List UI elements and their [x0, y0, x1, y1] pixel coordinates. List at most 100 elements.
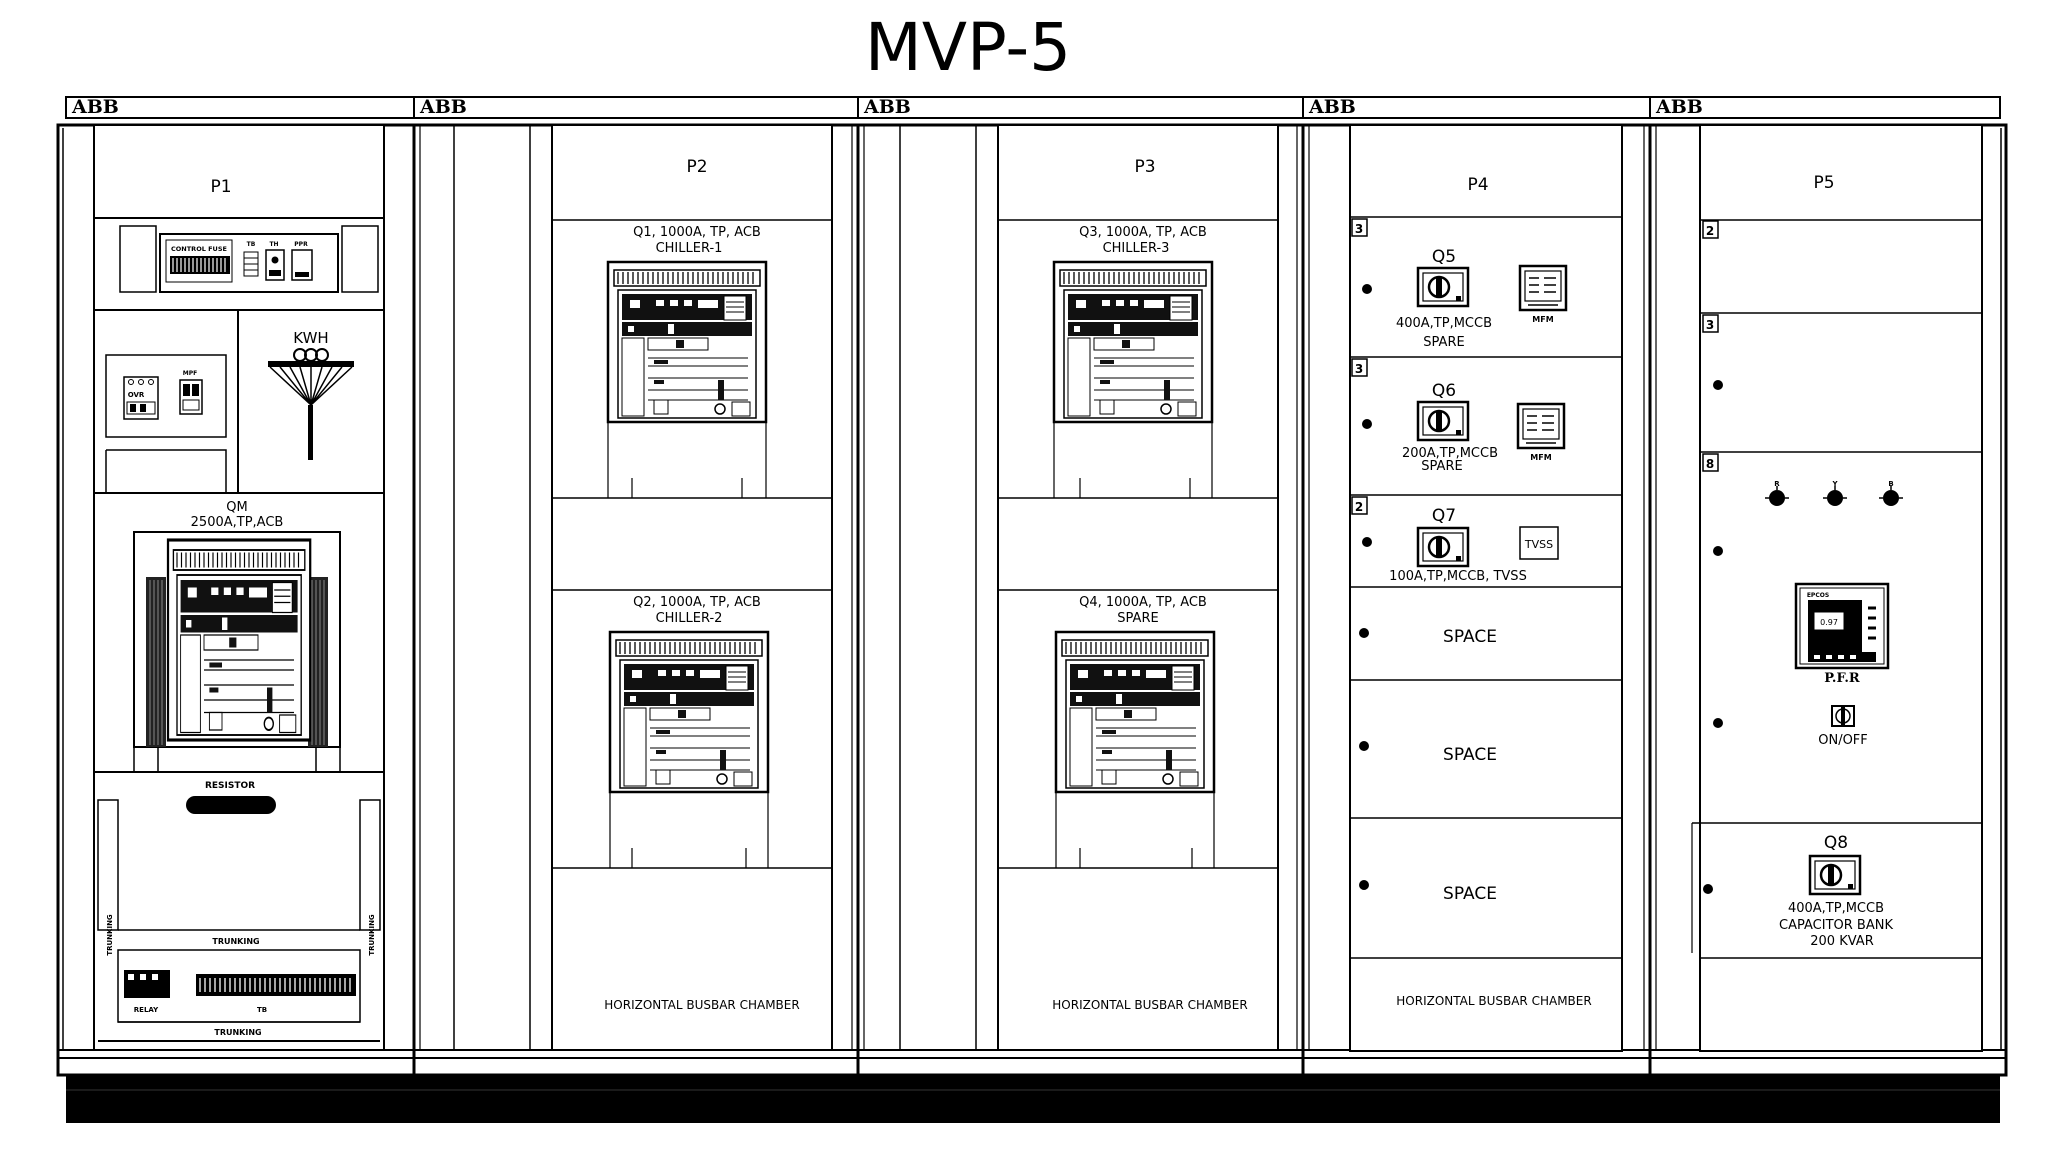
control-fuse-label: CONTROL FUSE	[171, 245, 227, 253]
indicator-lamp	[1713, 546, 1723, 556]
panel-p4: P4 3 Q5 MFM 400A,TP,MCCB SPARE 3 Q6 MFM …	[1349, 124, 1623, 1052]
q5-mfm-meter	[1518, 264, 1568, 312]
brand-label-4: ABB	[1308, 96, 1356, 118]
q5-mccb-breaker	[1416, 266, 1470, 308]
panel-name-p1: P1	[210, 177, 231, 197]
q5-id: Q5	[1432, 247, 1456, 267]
busbar-chamber-p2: HORIZONTAL BUSBAR CHAMBER	[604, 998, 799, 1012]
svg-text:EPCOS: EPCOS	[1807, 592, 1829, 599]
q3-acb-breaker	[1052, 260, 1214, 498]
brand-label-2: ABB	[419, 96, 467, 118]
qm-rating: 2500A,TP,ACB	[191, 515, 284, 530]
resistor-trunking-compartment: RESISTOR TRUNKING TRUNKING TRUNKING RELA…	[97, 781, 381, 1042]
panel-p2: P2 Q1, 1000A, TP, ACB CHILLER-1 Q2, 1000…	[453, 124, 833, 1051]
svg-text:B: B	[1888, 480, 1893, 488]
svg-text:RELAY: RELAY	[134, 1006, 159, 1014]
svg-text:Q3, 1000A, TP, ACB: Q3, 1000A, TP, ACB	[1079, 225, 1207, 240]
q7-mccb-breaker	[1416, 526, 1470, 568]
on-off-switch	[1831, 705, 1855, 727]
svg-text:MPF: MPF	[183, 370, 197, 377]
q6-use: SPARE	[1421, 459, 1462, 474]
svg-text:0.97: 0.97	[1820, 618, 1838, 627]
resistor-label: RESISTOR	[205, 781, 255, 791]
q6-mccb-breaker	[1416, 400, 1470, 442]
brand-label-5: ABB	[1655, 96, 1703, 118]
indicator-lamp	[1359, 628, 1369, 638]
svg-text:3: 3	[1355, 222, 1363, 236]
q5-rating: 400A,TP,MCCB	[1396, 316, 1492, 331]
control-fuse-compartment: CONTROL FUSE TB TH PPR	[119, 225, 379, 293]
q7-id: Q7	[1432, 506, 1456, 526]
indicator-lamp	[1362, 537, 1372, 547]
q8-mccb-breaker	[1808, 854, 1862, 896]
qm-acb-breaker	[133, 531, 341, 771]
svg-text:TH: TH	[269, 241, 278, 248]
pfr-label: P.F.R	[1824, 671, 1860, 686]
plinth-base	[66, 1075, 2000, 1123]
brand-label-3: ABB	[863, 96, 911, 118]
svg-text:Q2, 1000A, TP, ACB: Q2, 1000A, TP, ACB	[633, 595, 761, 610]
svg-text:TRUNKING: TRUNKING	[214, 1028, 261, 1037]
q6-mfm-meter	[1516, 402, 1566, 450]
q6-id: Q6	[1432, 381, 1456, 401]
indicator-lamp	[1359, 741, 1369, 751]
panel-p5: P5 2 3 8 R Y B EPCOS 0.97 P.F.R	[1691, 124, 1983, 1052]
q6-rating: 200A,TP,MCCB	[1402, 446, 1498, 461]
svg-text:MFM: MFM	[1532, 315, 1553, 324]
svg-text:Q4, 1000A, TP, ACB: Q4, 1000A, TP, ACB	[1079, 595, 1207, 610]
panel-name-p2: P2	[686, 157, 707, 177]
space-label-2: SPACE	[1443, 745, 1497, 765]
qm-id: QM	[226, 500, 247, 515]
svg-text:SPARE: SPARE	[1117, 611, 1158, 626]
svg-text:TRUNKING: TRUNKING	[368, 914, 376, 956]
q8-kvar: 200 KVAR	[1810, 934, 1873, 949]
svg-text:CHILLER-1: CHILLER-1	[656, 241, 723, 256]
kwh-meter: KWH	[268, 329, 354, 460]
panel-name-p4: P4	[1467, 175, 1488, 195]
svg-text:TVSS: TVSS	[1524, 538, 1553, 551]
panel-p1: P1 CONTROL FUSE TB TH PPR	[93, 124, 385, 1051]
svg-text:3: 3	[1706, 318, 1714, 332]
indicator-lamp	[1713, 380, 1723, 390]
kwh-label: KWH	[293, 329, 328, 347]
q8-use: CAPACITOR BANK	[1779, 918, 1893, 933]
svg-text:MFM: MFM	[1530, 453, 1551, 462]
indicator-lamp	[1362, 419, 1372, 429]
q8-id: Q8	[1824, 833, 1848, 853]
panel-name-p5: P5	[1813, 173, 1834, 193]
svg-text:TRUNKING: TRUNKING	[106, 914, 114, 956]
panel-p3: P3 Q3, 1000A, TP, ACB CHILLER-3 Q4, 1000…	[899, 124, 1279, 1051]
svg-text:8: 8	[1706, 457, 1714, 471]
svg-text:2: 2	[1706, 224, 1714, 238]
svg-text:Q1, 1000A, TP, ACB: Q1, 1000A, TP, ACB	[633, 225, 761, 240]
svg-text:OVR: OVR	[128, 391, 145, 399]
svg-text:PPR: PPR	[294, 241, 308, 248]
svg-text:Y: Y	[1831, 480, 1838, 488]
busbar-chamber-p3: HORIZONTAL BUSBAR CHAMBER	[1052, 998, 1247, 1012]
indicator-lamp	[1359, 880, 1369, 890]
ovr-mcb-compartment: OVR MPF	[105, 310, 239, 493]
indicator-lamp	[1703, 884, 1713, 894]
indicator-lamp	[1362, 284, 1372, 294]
top-cornice: ABB ABB ABB ABB ABB	[65, 96, 2001, 119]
q4-acb-breaker	[1054, 630, 1216, 868]
q5-use: SPARE	[1423, 335, 1464, 350]
phase-indicator-lamps	[1765, 486, 1903, 506]
q1-acb-breaker	[606, 260, 768, 498]
svg-text:TB: TB	[257, 1006, 267, 1014]
panel-name-p3: P3	[1134, 157, 1155, 177]
space-label-3: SPACE	[1443, 884, 1497, 904]
indicator-lamp	[1713, 718, 1723, 728]
svg-text:2: 2	[1355, 500, 1363, 514]
space-label-1: SPACE	[1443, 627, 1497, 647]
q2-acb-breaker	[608, 630, 770, 868]
drawing-title: MVP-5	[865, 9, 1071, 86]
busbar-chamber-p4: HORIZONTAL BUSBAR CHAMBER	[1396, 994, 1591, 1008]
tvss-device	[1519, 526, 1559, 560]
svg-text:TB: TB	[247, 241, 256, 248]
svg-text:CHILLER-3: CHILLER-3	[1103, 241, 1170, 256]
pfr-controller: EPCOS 0.97	[1794, 582, 1890, 670]
svg-text:TRUNKING: TRUNKING	[212, 937, 259, 946]
q8-rating: 400A,TP,MCCB	[1788, 901, 1884, 916]
